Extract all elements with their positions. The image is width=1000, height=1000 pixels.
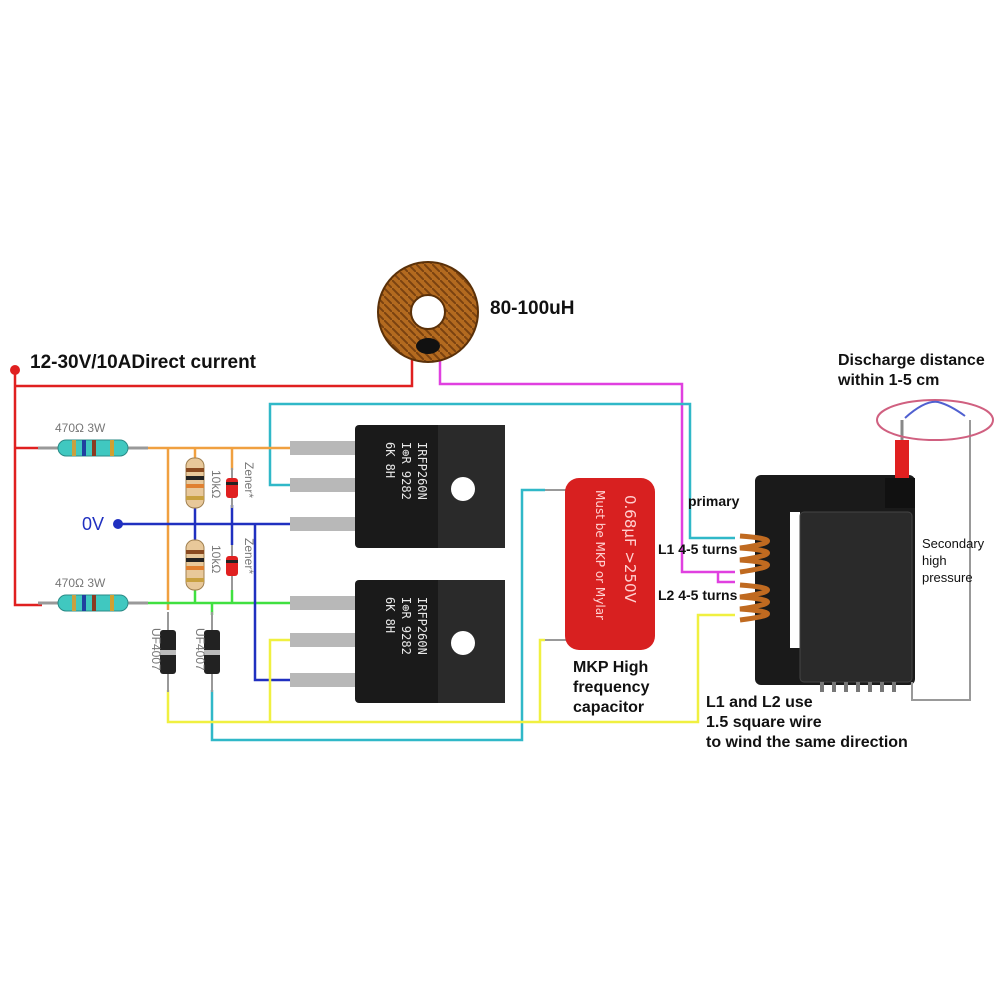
svg-text:capacitor: capacitor (573, 699, 644, 716)
discharge-label: Discharge distance within 1-5 cm (837, 352, 985, 389)
resistor-10k-a-label: 10kΩ (209, 470, 223, 498)
secondary-wire (911, 420, 971, 701)
svg-text:1.5 square wire: 1.5 square wire (706, 714, 822, 731)
gate-top-wire (145, 446, 290, 610)
gate-bottom-wire (145, 590, 290, 615)
svg-text:IRFP260N: IRFP260N (415, 597, 429, 655)
l2-label: L2 4-5 turns (658, 587, 738, 603)
mosfet-top-marking: IRFP260N I⊕R 9282 6K 8H (383, 442, 429, 500)
resistor-10k-top (185, 457, 205, 509)
diode-b-label: UF4007 (193, 628, 207, 671)
zero-volt-label: 0V (82, 514, 104, 534)
svg-text:6K 8H: 6K 8H (383, 442, 397, 478)
svg-text:pressure: pressure (922, 570, 973, 585)
diode-a-label: UF4007 (149, 628, 163, 671)
svg-text:high: high (922, 553, 947, 568)
resistor-470-top (38, 439, 148, 457)
flyback-transformer (755, 420, 915, 692)
zener-diode-bottom (226, 545, 238, 590)
supply-label: 12-30V/10ADirect current (30, 352, 257, 373)
diode-uf4007-right (204, 612, 220, 692)
svg-text:I⊕R 9282: I⊕R 9282 (399, 597, 413, 655)
ground-wire (122, 505, 290, 682)
toroid-inductor (377, 261, 479, 363)
diode-uf4007-left (160, 612, 176, 692)
discharge-arc (904, 400, 966, 419)
resistor-bottom-label: 470Ω 3W (55, 576, 106, 590)
zener-a-label: Zener* (242, 462, 256, 498)
inductor-label: 80-100uH (490, 298, 575, 319)
supply-terminal (10, 365, 20, 375)
mosfet-top (290, 425, 505, 548)
svg-text:L1 and L2 use: L1 and L2 use (706, 694, 813, 711)
svg-text:to wind the same direction: to wind the same direction (706, 734, 908, 751)
resistor-10k-bottom (185, 539, 205, 591)
primary-coil-l2 (739, 582, 770, 623)
capacitor-value: 0.68μF >250V (621, 495, 639, 604)
l1-label: L1 4-5 turns (658, 541, 738, 557)
center-tap-wire (716, 572, 735, 584)
svg-text:Discharge distance: Discharge distance (838, 352, 985, 369)
resistor-top-label: 470Ω 3W (55, 421, 106, 435)
discharge-ellipse (876, 399, 994, 441)
svg-text:MKP High: MKP High (573, 659, 648, 676)
zener-diode-top (226, 468, 238, 508)
ground-terminal (113, 519, 123, 529)
svg-text:within 1-5 cm: within 1-5 cm (837, 372, 939, 389)
drain-top-wire (210, 402, 735, 742)
svg-text:frequency: frequency (573, 679, 650, 696)
resistor-10k-b-label: 10kΩ (209, 545, 223, 573)
mosfet-bottom-marking: IRFP260N I⊕R 9282 6K 8H (383, 597, 429, 655)
mosfet-bottom (290, 580, 505, 703)
primary-coil-l1 (739, 533, 770, 575)
resistor-470-bottom (38, 594, 148, 612)
mkp-capacitor (545, 478, 655, 650)
drain-bottom-wire (166, 613, 735, 724)
l1l2-note: L1 and L2 use 1.5 square wire to wind th… (706, 694, 908, 751)
supply-wire (13, 360, 414, 607)
capacitor-caption: MKP High frequency capacitor (573, 659, 650, 716)
svg-text:I⊕R 9282: I⊕R 9282 (399, 442, 413, 500)
svg-text:IRFP260N: IRFP260N (415, 442, 429, 500)
capacitor-note: Must be MKP or Mylar (593, 490, 607, 620)
secondary-label: Secondary high pressure (922, 536, 985, 585)
svg-text:Secondary: Secondary (922, 536, 985, 551)
svg-text:6K 8H: 6K 8H (383, 597, 397, 633)
primary-label: primary (688, 493, 740, 509)
inductor-to-primary-wire (438, 360, 735, 574)
zener-b-label: Zener* (242, 538, 256, 574)
